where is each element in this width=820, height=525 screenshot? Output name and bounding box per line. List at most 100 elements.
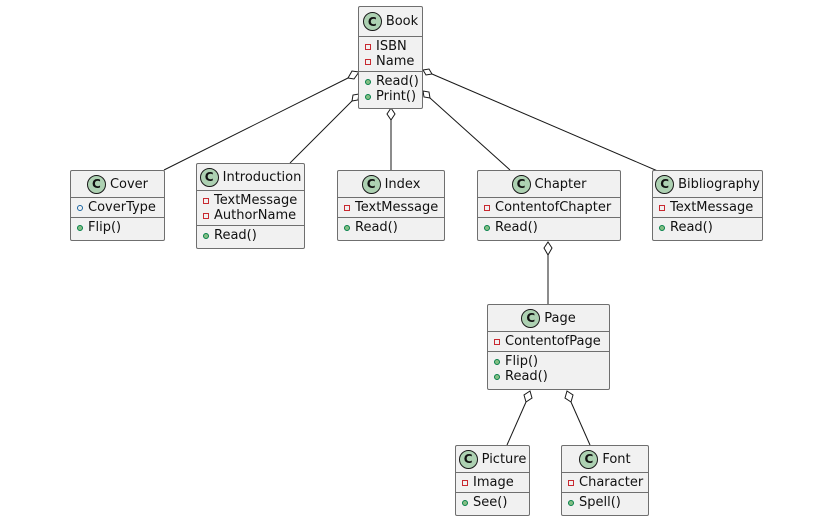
public-visibility-icon xyxy=(494,358,500,365)
method-text: Flip() xyxy=(88,220,122,235)
private-visibility-icon xyxy=(365,43,371,50)
relation-page-picture xyxy=(506,390,533,446)
aggregation-diamond xyxy=(386,107,396,121)
class-cover: C Cover CoverType Flip() xyxy=(70,170,165,241)
methods-section: See() xyxy=(456,493,529,512)
class-name: Bibliography xyxy=(678,176,760,192)
attribute-row: ContentofPage xyxy=(494,334,609,349)
private-visibility-icon xyxy=(568,479,574,486)
attribute-text: AuthorName xyxy=(214,208,297,223)
class-name: Introduction xyxy=(222,169,302,185)
private-visibility-icon xyxy=(494,338,500,345)
class-stereotype-icon: C xyxy=(521,308,541,328)
attributes-section: Image xyxy=(456,473,529,493)
method-row: Read() xyxy=(203,228,304,243)
private-visibility-icon xyxy=(203,212,209,219)
public-visibility-icon xyxy=(484,224,490,231)
class-introduction: C Introduction TextMessage AuthorName Re… xyxy=(196,163,305,249)
aggregation-diamond xyxy=(422,68,433,76)
class-header: C Page xyxy=(488,305,609,332)
method-text: Read() xyxy=(355,220,398,235)
methods-section: Read() xyxy=(197,226,304,245)
method-row: Flip() xyxy=(77,220,164,235)
attribute-row: ContentofChapter xyxy=(484,200,620,215)
class-stereotype-icon: C xyxy=(361,174,381,194)
method-row: Read() xyxy=(365,74,422,89)
attributes-section: Character xyxy=(562,473,648,493)
class-header: C Introduction xyxy=(197,164,304,191)
attribute-row: Name xyxy=(365,54,422,69)
attribute-row: AuthorName xyxy=(203,208,304,223)
relation-book-cover xyxy=(163,70,360,171)
relation-book-introduction xyxy=(289,93,360,164)
method-text: Read() xyxy=(376,74,419,89)
attributes-section: CoverType xyxy=(71,198,164,218)
aggregation-diamond xyxy=(543,241,553,257)
private-visibility-icon xyxy=(365,58,371,65)
class-bibliography: C Bibliography TextMessage Read() xyxy=(652,170,763,241)
class-book: C Book ISBN Name Read() Print() xyxy=(358,6,423,109)
public-visibility-icon xyxy=(659,224,665,231)
public-visibility-icon xyxy=(365,93,371,100)
attribute-row: Image xyxy=(462,475,529,490)
method-row: Read() xyxy=(659,220,762,235)
class-stereotype-icon: C xyxy=(458,449,478,469)
public-visibility-icon xyxy=(494,373,500,380)
class-stereotype-icon: C xyxy=(362,12,382,31)
class-stereotype-icon: C xyxy=(655,174,675,194)
method-text: Read() xyxy=(214,228,257,243)
attribute-text: TextMessage xyxy=(670,200,754,215)
attributes-section: ISBN Name xyxy=(359,37,422,72)
methods-section: Read() xyxy=(653,218,762,237)
methods-section: Read() xyxy=(338,218,444,237)
attribute-text: Name xyxy=(376,54,415,69)
class-header: C Book xyxy=(359,7,422,37)
attributes-section: TextMessage xyxy=(338,198,444,218)
class-name: Page xyxy=(544,310,576,326)
method-row: Spell() xyxy=(568,495,648,510)
attribute-text: TextMessage xyxy=(214,193,298,208)
attribute-text: Image xyxy=(473,475,514,490)
method-text: See() xyxy=(473,495,508,510)
relation-chapter-page xyxy=(543,241,553,304)
class-header: C Cover xyxy=(71,171,164,198)
attributes-section: ContentofChapter xyxy=(478,198,620,218)
aggregation-diamond xyxy=(422,90,431,99)
method-text: Read() xyxy=(495,220,538,235)
class-page: C Page ContentofPage Flip() Read() xyxy=(487,304,610,390)
attribute-text: ContentofChapter xyxy=(495,200,612,215)
relation-book-bibliography xyxy=(422,68,661,173)
class-header: C Picture xyxy=(456,446,529,473)
attribute-row: Character xyxy=(568,475,648,490)
attribute-text: TextMessage xyxy=(355,200,439,215)
class-header: C Index xyxy=(338,171,444,198)
method-row: Read() xyxy=(344,220,444,235)
attribute-text: CoverType xyxy=(88,200,156,215)
methods-section: Spell() xyxy=(562,493,648,512)
class-header: C Chapter xyxy=(478,171,620,198)
aggregation-diamond xyxy=(347,70,360,80)
class-name: Cover xyxy=(109,176,149,192)
attribute-text: ContentofPage xyxy=(505,334,601,349)
public-visibility-icon xyxy=(462,499,468,506)
aggregation-diamond xyxy=(564,390,574,403)
class-name: Book xyxy=(385,14,419,29)
public-visibility-icon xyxy=(365,78,371,85)
class-name: Index xyxy=(384,176,421,192)
attribute-row: TextMessage xyxy=(203,193,304,208)
private-visibility-icon xyxy=(203,197,209,204)
class-stereotype-icon: C xyxy=(86,174,106,194)
class-stereotype-icon: C xyxy=(199,167,219,187)
method-row: Read() xyxy=(494,369,609,384)
class-chapter: C Chapter ContentofChapter Read() xyxy=(477,170,621,241)
class-index: C Index TextMessage Read() xyxy=(337,170,445,241)
aggregation-diamond xyxy=(523,390,533,403)
method-row: Print() xyxy=(365,89,422,104)
method-row: See() xyxy=(462,495,529,510)
method-row: Flip() xyxy=(494,354,609,369)
class-font: C Font Character Spell() xyxy=(561,445,649,516)
attribute-row: CoverType xyxy=(77,200,164,215)
class-stereotype-icon: C xyxy=(511,174,531,194)
attribute-row: TextMessage xyxy=(344,200,444,215)
class-stereotype-icon: C xyxy=(579,449,599,469)
